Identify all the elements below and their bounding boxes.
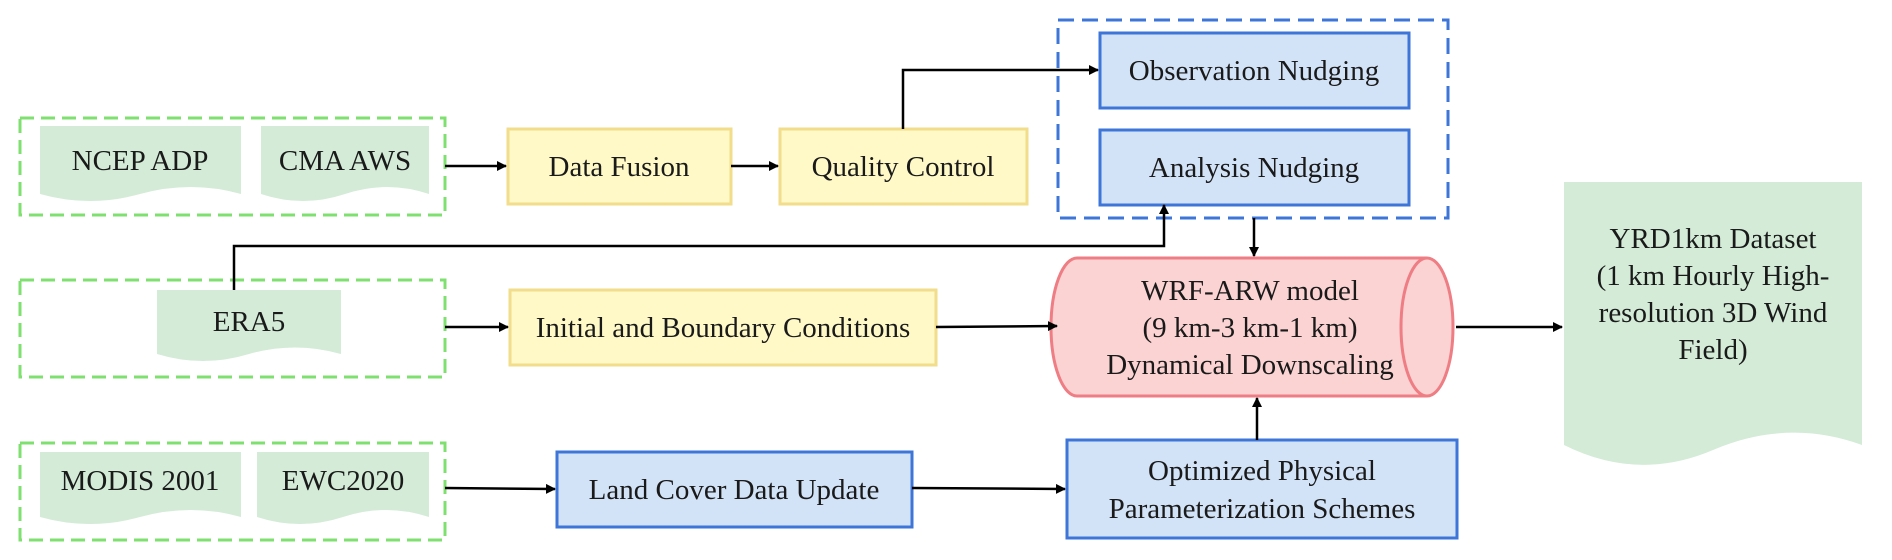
quality-control-label: Quality Control: [812, 151, 995, 183]
data-fusion-label: Data Fusion: [549, 151, 690, 183]
ncep-adp-label: NCEP ADP: [72, 145, 209, 177]
output-line2: (1 km Hourly High-: [1597, 260, 1830, 292]
arrow-initial-boundary-to-model: [935, 321, 1058, 332]
wrf-arw-model-cylinder-edge: [1399, 256, 1428, 398]
cma-aws-document: [261, 126, 429, 201]
data-fusion-box: [506, 127, 733, 206]
output-line4: Field): [1678, 334, 1747, 366]
initial-boundary-label: Initial and Boundary Conditions: [536, 312, 911, 344]
physics-schemes-line2: Parameterization Schemes: [1109, 493, 1416, 525]
observation-nudging-label: Observation Nudging: [1129, 55, 1380, 87]
era5-label: ERA5: [213, 306, 286, 338]
cma-aws-label: CMA AWS: [279, 145, 411, 177]
yrd1km-dataset-document: [1564, 182, 1862, 465]
output-line3: resolution 3D Wind: [1599, 297, 1828, 329]
physics-schemes-box: [1065, 438, 1459, 540]
ewc2020-document: [257, 452, 429, 524]
ncep-adp-document: [40, 126, 241, 201]
wrf-model-line2: (9 km-3 km-1 km): [1142, 312, 1357, 344]
land-cover-update-box: [555, 450, 914, 529]
land-cover-update-label: Land Cover Data Update: [589, 474, 880, 506]
arrow-era5-to-analysis-nudging: [232, 204, 1169, 290]
modis-2001-document: [40, 452, 241, 524]
analysis-nudging-label: Analysis Nudging: [1149, 152, 1359, 184]
land-cover-sources-group: [18, 441, 447, 542]
arrow-update-to-physics: [911, 483, 1066, 494]
arrow-qc-to-observation-nudging: [901, 65, 1099, 129]
wrf-model-line3: Dynamical Downscaling: [1106, 349, 1394, 381]
modis-2001-label: MODIS 2001: [61, 465, 220, 497]
observation-nudging-box: [1098, 31, 1411, 110]
analysis-nudging-box: [1098, 128, 1411, 207]
arrow-land-sources-to-update: [444, 483, 556, 494]
output-line1: YRD1km Dataset: [1610, 223, 1817, 255]
physics-schemes-line1: Optimized Physical: [1148, 455, 1376, 487]
quality-control-box: [778, 127, 1029, 206]
wrf-model-line1: WRF-ARW model: [1141, 275, 1359, 307]
era5-document: [157, 290, 341, 361]
ewc2020-label: EWC2020: [282, 465, 404, 497]
reanalysis-source-group: [18, 278, 447, 379]
initial-boundary-box: [508, 288, 938, 367]
